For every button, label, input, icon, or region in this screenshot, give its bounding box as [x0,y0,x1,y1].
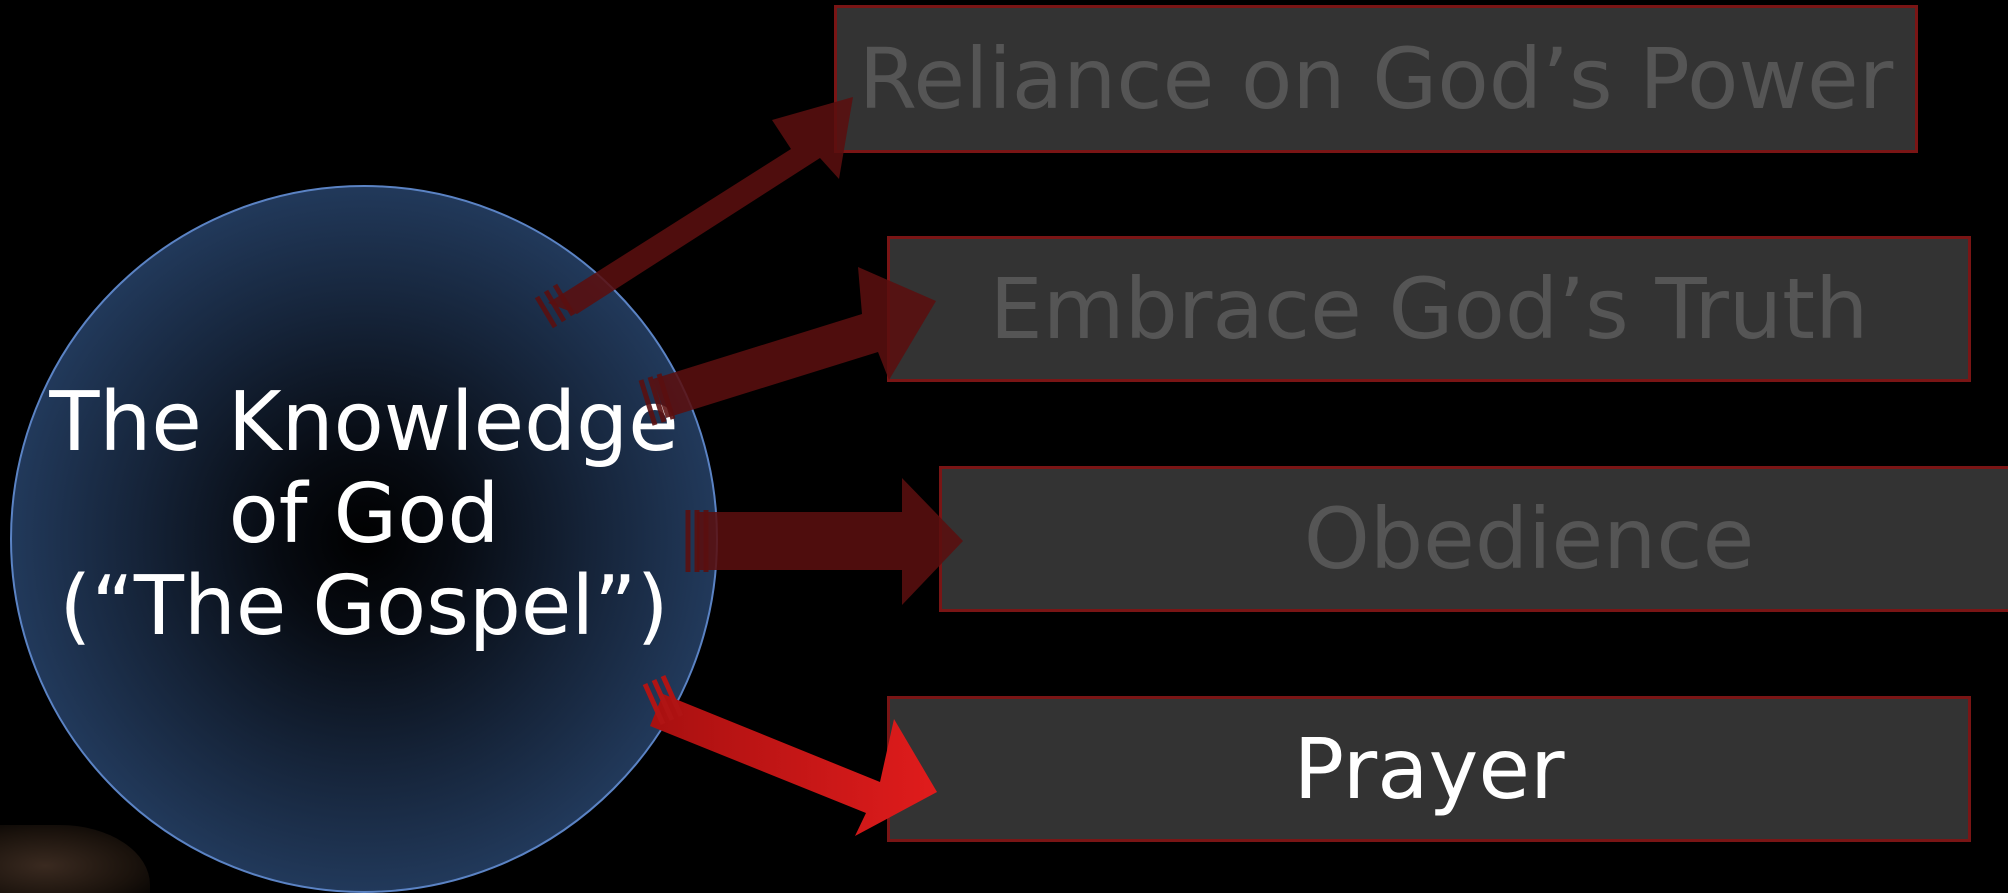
box-prayer: Prayer [887,696,1971,842]
arrow-body-obedience [697,478,963,605]
box-obedience: Obedience [939,466,2008,612]
background-image-fragment [0,825,150,893]
knowledge-of-god-circle: The Knowledge of God (“The Gospel”) [10,185,718,893]
box-reliance-on-gods-power: Reliance on God’s Power [834,5,1918,153]
hub-line-2: of God [228,467,500,562]
box-embrace-gods-truth: Embrace God’s Truth [887,236,1971,382]
box-label-prayer: Prayer [1293,720,1565,818]
hub-line-1: The Knowledge [49,375,679,470]
box-label-obedience: Obedience [1303,490,1755,588]
box-label-reliance: Reliance on God’s Power [858,30,1894,128]
hub-text: The Knowledge of God (“The Gospel”) [49,377,678,653]
hub-line-3: (“The Gospel”) [59,559,669,654]
box-label-embrace: Embrace God’s Truth [989,260,1869,358]
arrow-to-obedience [685,478,963,605]
